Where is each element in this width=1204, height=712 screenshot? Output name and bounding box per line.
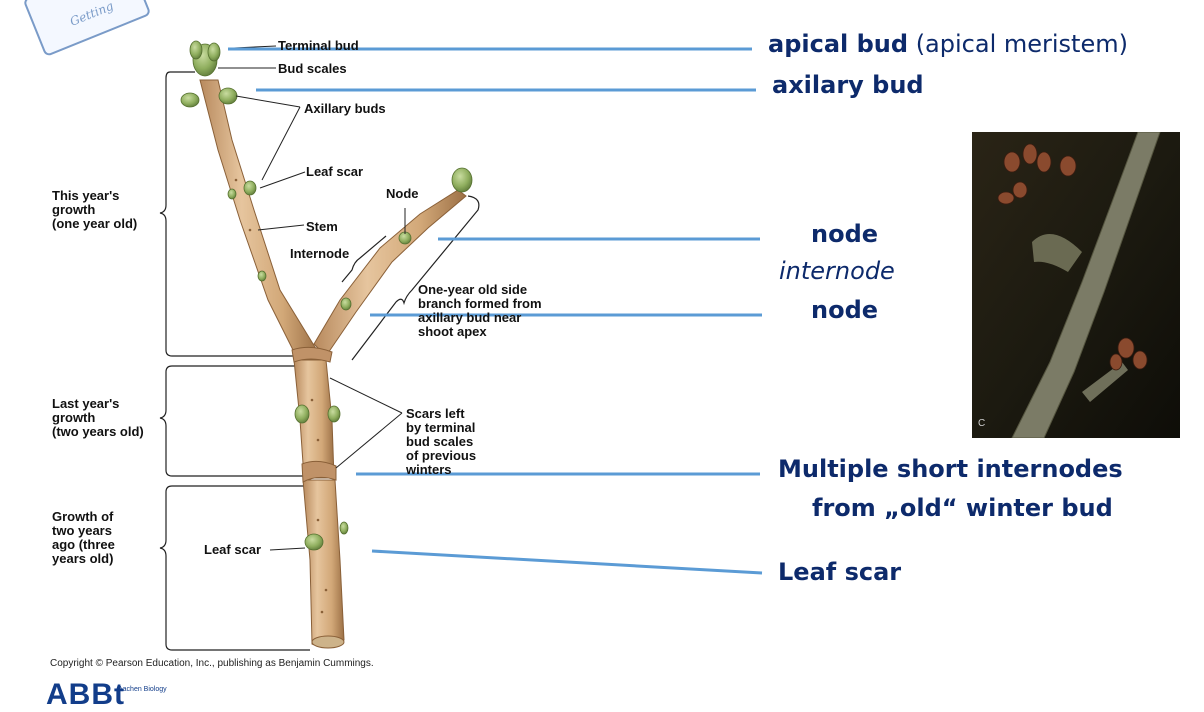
copyright-notice: Copyright © Pearson Education, Inc., pub… [50,658,374,669]
age-brackets [159,71,480,651]
twig-photo [972,132,1180,438]
annotation-apical-bold: apical bud [768,30,909,58]
label-terminal-bud: Terminal bud [278,38,359,53]
bracket-label-last-year: Last year's growth (two years old) [52,396,144,439]
abbt-logo-subtitle: Aachen Biology [118,686,167,693]
bracket-internode [341,235,387,283]
annotation-multiple-line2: from „old“ winter bud [812,494,1113,522]
annotation-apical-rest: (apical meristem) [908,30,1128,58]
bracket-this-year [159,71,300,357]
label-leaf-scar-upper: Leaf scar [306,164,364,179]
photo-letter: C [978,418,986,429]
bracket-label-two-years: Growth of two years ago (three years old… [52,509,115,566]
bracket-label-this-year: This year's growth (one year old) [52,188,138,231]
side-branch [313,189,467,357]
label-node: Node [386,186,419,201]
annotation-axilary-text: axilary bud [772,71,924,99]
annotation-leaf-scar-text: Leaf scar [778,558,902,586]
annotation-internode: internode [779,257,895,285]
bracket-last-year [159,365,305,477]
pointer-lines [228,47,763,575]
annotation-node-1: node [811,220,878,248]
bracket-side-branch [351,195,480,361]
annotation-axilary-bud: axilary bud [772,71,924,99]
label-scars: Scars left by terminal bud scales of pre… [406,406,477,477]
label-internode: Internode [290,246,350,261]
annotation-multiple-line1-text: Multiple short internodes [778,455,1123,483]
label-leaf-scar-lower: Leaf scar [204,542,262,557]
buds [180,40,473,551]
twig [199,79,467,649]
label-stem: Stem [306,219,338,234]
label-axillary-buds: Axillary buds [304,101,386,116]
main-branch [199,79,319,357]
annotation-node-2: node [811,296,878,324]
annotation-multiple-line2-text: from „old“ winter bud [812,494,1113,522]
bracket-two-years [159,485,310,651]
annotation-leaf-scar: Leaf scar [778,558,901,586]
label-side-branch: One-year old side branch formed from axi… [418,282,542,339]
label-leaders [218,45,406,551]
annotation-multiple-line1: Multiple short internodes [778,455,1123,483]
pointer-leaf-scar [371,549,763,575]
annotation-node-1-text: node [811,220,879,248]
twig-photo-art [972,132,1180,438]
trunk-lower [302,479,345,648]
abbt-logo: ABBt [46,678,125,711]
annotation-node-2-text: node [811,296,879,324]
annotation-apical-bud: apical bud (apical meristem) [768,30,1128,58]
label-bud-scales: Bud scales [278,61,347,76]
